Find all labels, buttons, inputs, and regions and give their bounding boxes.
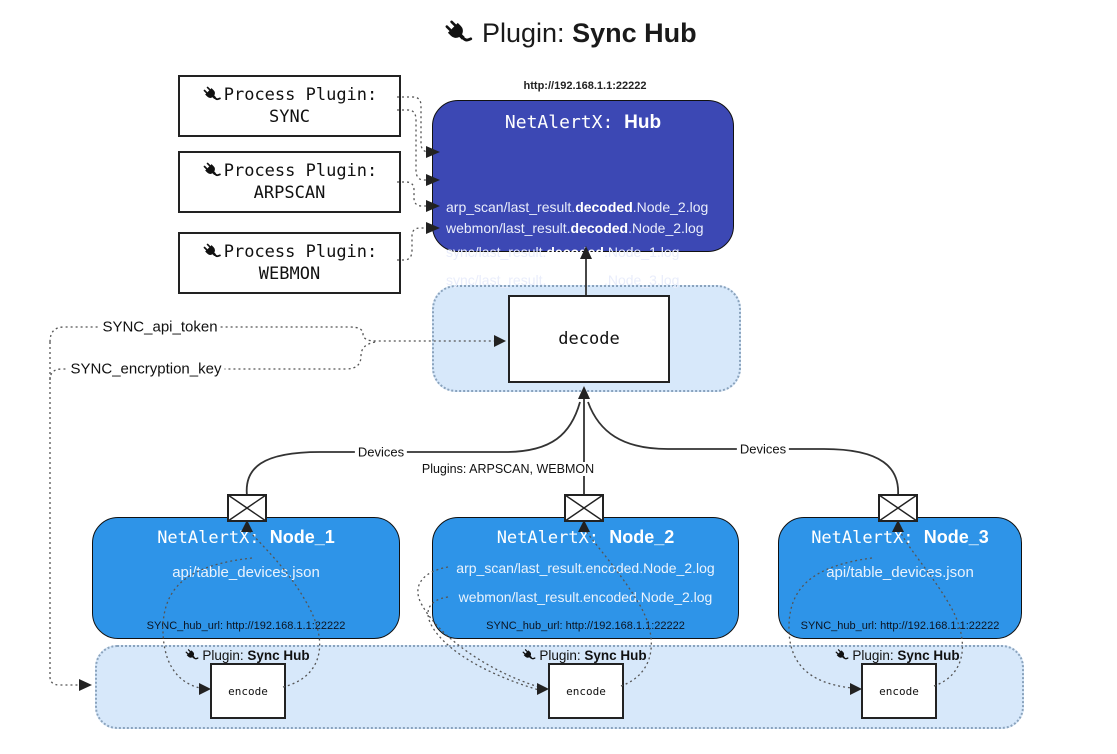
hub-url-label: http://192.168.1.1:22222	[523, 80, 647, 92]
process-plugin-name: WEBMON	[258, 264, 321, 284]
sync-api-token-label: SYNC_api_token	[99, 318, 221, 336]
process-plugin-label: Process Plugin:	[223, 85, 378, 105]
node-hub-url: SYNC_hub_url: http://192.168.1.1:22222	[800, 620, 1000, 632]
plug-icon	[521, 648, 536, 663]
process-plugin-label: Process Plugin:	[223, 161, 378, 181]
node-title: NetAlertX: Node_2	[496, 527, 675, 548]
plugins-center-label: Plugins: ARPSCAN, WEBMON	[418, 462, 598, 476]
process-plugin-sync: Process Plugin: SYNC	[178, 75, 401, 137]
devices-left-label: Devices	[354, 444, 408, 460]
node-3-box: NetAlertX: Node_3 api/table_devices.json…	[778, 517, 1022, 639]
hub-log-line: webmon/last_result.decoded.Node_2.log	[446, 220, 704, 236]
hub-log-line: sync/last_result.decoded.Node_1.log	[446, 244, 680, 260]
plug-icon	[202, 242, 222, 262]
process-plugin-name: ARPSCAN	[253, 183, 326, 203]
node-title: NetAlertX: Node_1	[157, 527, 335, 548]
page-title: Plugin: Sync Hub	[443, 18, 697, 49]
hub-box: NetAlertX: Hub sync/last_result.decoded.…	[432, 100, 734, 288]
decode-label: decode	[558, 329, 620, 349]
encode-section-label: Plugin: Sync Hub	[834, 648, 960, 663]
node-file-line: webmon/last_result.encoded.Node_2.log	[458, 589, 713, 605]
node-file-line: api/table_devices.json	[826, 564, 974, 581]
process-plugin-name: SYNC	[269, 107, 310, 127]
encode-section-label: Plugin: Sync Hub	[521, 648, 647, 663]
process-plugin-webmon: Process Plugin: WEBMON	[178, 232, 401, 294]
plug-icon	[202, 161, 222, 181]
hub-title-prefix: NetAlertX:	[504, 112, 625, 133]
encode-box: encode	[861, 663, 937, 719]
plug-icon	[202, 85, 222, 105]
hub-title: NetAlertX: Hub	[433, 112, 733, 134]
sync-encryption-key-label: SYNC_encryption_key	[67, 360, 225, 378]
hub-log-line: sync/last_result.decoded.Node_3.log	[446, 272, 680, 288]
title-prefix: Plugin:	[482, 18, 573, 48]
devices-right-label: Devices	[736, 441, 790, 457]
process-plugin-label: Process Plugin:	[223, 242, 378, 262]
node-hub-url: SYNC_hub_url: http://192.168.1.1:22222	[146, 620, 346, 632]
node-file-line: arp_scan/last_result.encoded.Node_2.log	[456, 560, 715, 576]
node-title: NetAlertX: Node_3	[811, 527, 989, 548]
process-plugin-arpscan: Process Plugin: ARPSCAN	[178, 151, 401, 213]
plug-icon	[184, 648, 199, 663]
decode-box: decode	[508, 295, 670, 383]
plug-icon	[834, 648, 849, 663]
hub-log-line: arp_scan/last_result.decoded.Node_2.log	[446, 199, 709, 215]
node-hub-url: SYNC_hub_url: http://192.168.1.1:22222	[486, 620, 685, 632]
node-file-line: api/table_devices.json	[172, 564, 320, 581]
plug-icon	[443, 18, 474, 49]
node-1-box: NetAlertX: Node_1 api/table_devices.json…	[92, 517, 400, 639]
encode-box: encode	[210, 663, 286, 719]
encode-section-label: Plugin: Sync Hub	[184, 648, 310, 663]
hub-title-name: Hub	[624, 112, 662, 133]
title-bold: Sync Hub	[572, 18, 697, 48]
encode-box: encode	[548, 663, 624, 719]
node-2-box: NetAlertX: Node_2 arp_scan/last_result.e…	[432, 517, 739, 639]
